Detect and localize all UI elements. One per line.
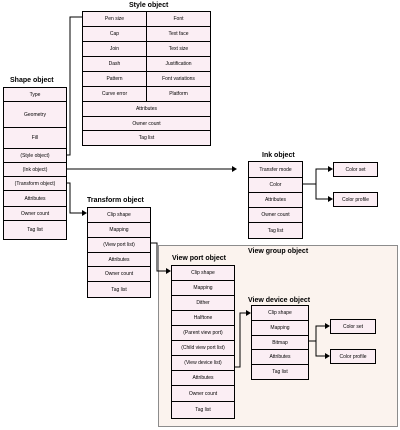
shape-attributes: Attributes (4, 191, 66, 207)
style-join: Join (83, 42, 146, 57)
view-port-object-title: View port object (172, 255, 226, 262)
arrow-colorprofile (328, 196, 333, 202)
shape-transform-object: (Transform object) (4, 177, 66, 191)
device-color-profile-box: Color profile (330, 349, 376, 364)
viewport-dither: Dither (172, 296, 234, 311)
ink-color-profile: Color profile (342, 196, 369, 203)
view-device-object-box: Clip shape Mapping Bitmap Attributes Tag… (251, 305, 309, 380)
arrow-transform (82, 210, 87, 216)
style-text-size: Text size (147, 42, 210, 57)
shape-ink-object: (Ink object) (4, 163, 66, 177)
transform-mapping: Mapping (88, 223, 150, 238)
shape-style-object: (Style object) (4, 149, 66, 163)
ink-transfer-mode: Transfer mode (249, 162, 302, 178)
style-pattern: Pattern (83, 72, 146, 87)
arrow-viewport (166, 268, 171, 274)
transform-clip-shape: Clip shape (88, 208, 150, 223)
shape-geometry: Geometry (4, 102, 66, 128)
style-cap: Cap (83, 27, 146, 42)
style-pen-size: Pen size (83, 12, 146, 27)
style-curve-error: Curve error (83, 87, 146, 102)
transform-attributes: Attributes (88, 253, 150, 267)
ink-color-profile-box: Color profile (333, 192, 378, 207)
viewport-view-device-list: (View device list) (172, 356, 234, 371)
shape-fill: Fill (4, 128, 66, 149)
link-transform-viewport (151, 242, 166, 272)
link-ink-colorprofile (315, 184, 328, 200)
view-group-title: View group object (248, 248, 309, 255)
viewport-owner-count: Owner count (172, 386, 234, 402)
view-port-object-box: Clip shape Mapping Dither Halftone (Pare… (171, 265, 235, 419)
style-font-variations: Font variations (147, 72, 210, 87)
style-owner-count: Owner count (83, 117, 210, 131)
device-color-profile: Color profile (339, 353, 367, 360)
link-shape-transform (66, 182, 82, 214)
link-shape-style (66, 16, 82, 156)
arrow-device-colorset (325, 323, 330, 329)
arrow-ink (232, 166, 237, 172)
transform-view-port-list: (View port list) (88, 238, 150, 253)
ink-color-set-box: Color set (333, 162, 378, 177)
arrow-colorset (328, 166, 333, 172)
link-device-colorset (308, 325, 325, 342)
style-text-face: Text face (147, 27, 210, 42)
device-color-set-box: Color set (330, 319, 376, 334)
shape-tag-list: Tag list (27, 227, 43, 233)
viewport-parent-view-port: (Parent view port) (172, 326, 234, 341)
style-justification: Justification (147, 57, 210, 72)
device-color-set: Color set (342, 323, 363, 330)
shape-type: Type (4, 88, 66, 102)
viewport-attributes: Attributes (172, 371, 234, 386)
ink-color-set: Color set (345, 166, 366, 173)
viewdevice-attributes: Attributes (252, 350, 308, 365)
viewport-tag-list: Tag list (195, 407, 211, 413)
style-attributes: Attributes (83, 102, 210, 117)
style-object-box: Pen size Cap Join Dash Pattern Curve err… (82, 11, 211, 146)
ink-object-box: Transfer mode Color Attributes Owner cou… (248, 161, 303, 239)
shape-object-box: Type Geometry Fill (Style object) (Ink o… (3, 87, 67, 240)
viewdevice-bitmap: Bitmap (252, 336, 308, 350)
shape-object-title: Shape object (10, 77, 54, 84)
shape-owner-count: Owner count (4, 207, 66, 221)
style-dash: Dash (83, 57, 146, 72)
viewport-mapping: Mapping (172, 281, 234, 296)
transform-owner-count: Owner count (88, 267, 150, 282)
arrow-viewdevice (246, 310, 251, 316)
link-viewport-viewdevice (234, 312, 246, 368)
viewdevice-tag-list: Tag list (272, 369, 288, 375)
viewport-clip-shape: Clip shape (172, 266, 234, 281)
viewport-halftone: Halftone (172, 311, 234, 326)
transform-tag-list: Tag list (111, 286, 127, 293)
style-platform: Platform (147, 87, 210, 102)
viewport-child-view-port-list: (Child view port list) (172, 341, 234, 356)
ink-color: Color (249, 178, 302, 193)
link-device-colorprofile (315, 341, 325, 357)
arrow-device-colorprofile (325, 353, 330, 359)
viewdevice-clip-shape: Clip shape (252, 306, 308, 321)
style-object-title: Style object (129, 2, 169, 9)
viewdevice-mapping: Mapping (252, 321, 308, 336)
transform-object-title: Transform object (87, 197, 144, 204)
style-font: Font (147, 12, 210, 27)
ink-owner-count: Owner count (249, 208, 302, 223)
style-tag-list: Tag list (138, 135, 155, 141)
view-device-object-title: View device object (248, 297, 311, 304)
ink-object-title: Ink object (262, 152, 295, 159)
ink-attributes: Attributes (249, 193, 302, 208)
ink-tag-list: Tag list (267, 227, 284, 234)
transform-object-box: Clip shape Mapping (View port list) Attr… (87, 207, 151, 298)
link-ink-colorset (302, 168, 328, 185)
